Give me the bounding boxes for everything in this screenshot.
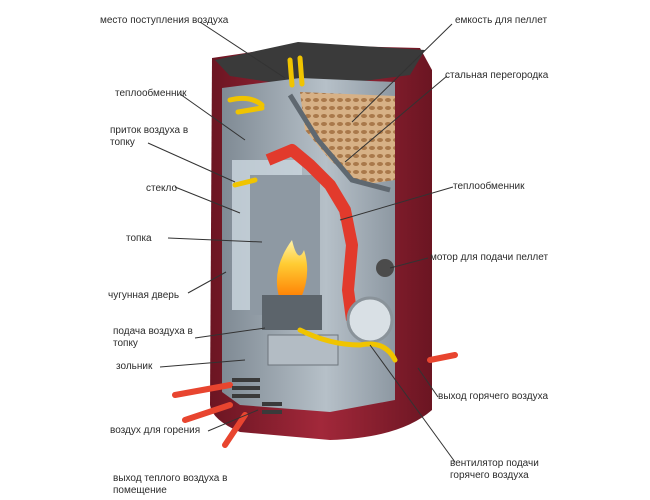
air-flow-arrows — [227, 55, 398, 363]
label-air-to-firebox: приток воздуха в топку — [110, 125, 189, 148]
label-glass: стекло — [146, 183, 178, 194]
hot-air-arrows — [172, 352, 458, 448]
leader-lines — [147, 21, 456, 463]
label-warm-air-out-room: выход теплого воздуха в помещение — [113, 473, 228, 496]
label-air-inlet: место поступления воздуха — [100, 15, 229, 26]
burner-pot — [262, 295, 322, 330]
fan-wheel — [346, 296, 394, 344]
label-hot-air-fan: вентилятор подачи горячего воздуха — [450, 458, 539, 481]
label-steel-partition: стальная перегородка — [445, 70, 549, 81]
label-combustion-air: воздух для горения — [110, 425, 201, 436]
label-hot-air-out: выход горячего воздуха — [438, 391, 549, 402]
label-pellet-hopper: емкость для пеллет — [455, 15, 548, 26]
steel-partition-plate — [287, 93, 391, 193]
label-ash-box: зольник — [116, 361, 153, 372]
stove-top — [215, 42, 425, 88]
label-cast-iron-door: чугунная дверь — [108, 290, 180, 301]
label-heat-exchanger-top: теплообменник — [115, 88, 187, 99]
flame — [276, 240, 308, 300]
label-air-feed-firebox: подача воздуха в топку — [113, 326, 193, 349]
label-firebox: топка — [126, 233, 152, 244]
label-heat-exchanger-right: теплообменник — [453, 181, 525, 192]
label-pellet-feed-motor: мотор для подачи пеллет — [430, 252, 549, 263]
pellet-motor — [376, 259, 394, 277]
pellet-hopper-fill — [300, 92, 395, 185]
front-vents — [232, 378, 282, 414]
heat-exchanger-pipe — [265, 144, 358, 321]
